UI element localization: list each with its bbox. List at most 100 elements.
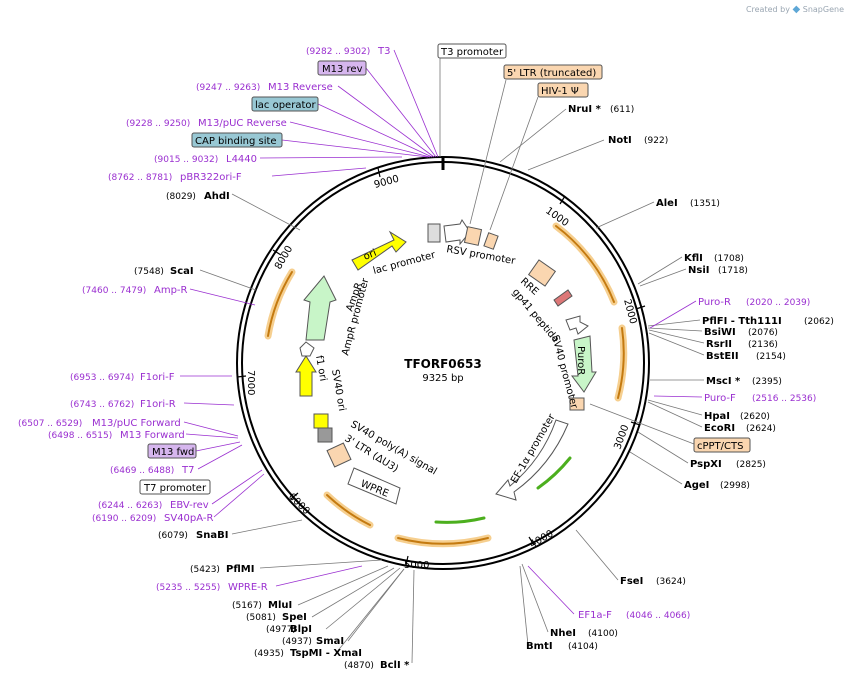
lac-operator-label: lac operator (255, 100, 316, 111)
snapgene-logo-icon: ◆ (792, 4, 801, 15)
alei-coord: (1351) (690, 199, 720, 209)
noti-coord: (922) (644, 136, 668, 146)
cppt-box (693, 437, 751, 453)
tick-6000: 6000 (286, 491, 312, 517)
puro-f-label: Puro-F (704, 393, 736, 404)
msci-label: MscI * (706, 376, 741, 387)
cap-binding-box (191, 132, 283, 148)
ticks (236, 157, 646, 566)
tick-8000: 8000 (273, 244, 295, 272)
m13puc-reverse-label: M13/pUC Reverse (198, 118, 287, 129)
rsrii-label: RsrII (706, 339, 732, 350)
tick-4000: 4000 (528, 528, 556, 550)
hiv-psi-label: HIV-1 Ψ (541, 86, 579, 97)
nsii-label: NsiI (688, 265, 709, 276)
ltr-box-1 (463, 226, 483, 246)
sv40pa-r-coord: (6190 .. 6209) (92, 514, 156, 524)
puro-r-primer-label: Puro-R (698, 297, 731, 308)
wpre-r-coord: (5235 .. 5255) (156, 583, 220, 593)
right-primer-lines (527, 300, 703, 615)
f1ori-r-coord: (6743 .. 6762) (70, 400, 134, 410)
alei-label: AleI (656, 198, 678, 209)
scai-coord: (7548) (134, 267, 164, 277)
pflmi-label: PflMI (226, 564, 254, 575)
agei-label: AgeI (684, 480, 709, 491)
tspmi-coord: (4935) (254, 649, 284, 659)
ahdi-coord: (8029) (166, 192, 196, 202)
ltr-box-3 (569, 397, 585, 411)
m13-forward-coord: (6498 .. 6515) (48, 431, 112, 441)
ecori-coord: (2624) (746, 424, 776, 434)
pflfi-label: PflFI - Tth111I (702, 316, 782, 327)
tick-9000: 9000 (373, 174, 400, 191)
puror-label: PuroR (575, 346, 586, 375)
hiv-psi-box (537, 82, 589, 98)
ampr-promoter-arrow (299, 341, 315, 357)
l4440-coord: (9015 .. 9032) (154, 155, 218, 165)
plasmid-size: 9325 bp (422, 373, 463, 384)
gp41-peptide (553, 289, 573, 307)
t7-coord: (6469 .. 6488) (110, 466, 174, 476)
ef1a-f-label: EF1a-F (578, 610, 612, 621)
m13puc-forward-coord: (6507 .. 6529) (18, 419, 82, 429)
rsv-promoter-label: RSV promoter (445, 244, 516, 267)
plasmid-name: TFORF0653 (404, 357, 481, 371)
ltr-box-4 (326, 442, 352, 468)
grey-box (317, 427, 333, 443)
bmti-coord: (4104) (568, 642, 598, 652)
f1ori-r-label: F1ori-R (140, 399, 176, 410)
bcli-label: BclI * (380, 660, 410, 671)
f1-ori-label: f1 ori (313, 355, 328, 383)
t7-promoter-label: T7 promoter (143, 483, 207, 494)
spei-coord: (5081) (246, 613, 276, 623)
ltr-box-2 (483, 232, 499, 250)
spei-label: SpeI (282, 612, 307, 623)
smai-label: SmaI (316, 636, 344, 647)
left-leader-lines (180, 49, 439, 587)
sv40-ori-box (313, 413, 329, 429)
kfli-label: KflI (684, 253, 703, 264)
left-labels: (9282 .. 9302) T3 M13 rev (9247 .. 9263)… (18, 46, 410, 671)
mlui-label: MluI (268, 600, 292, 611)
f1ori-f-coord: (6953 .. 6974) (70, 373, 134, 383)
hpai-coord: (2620) (740, 412, 770, 422)
bsteii-coord: (2154) (756, 352, 786, 362)
lac-promoter-box (427, 223, 441, 243)
ahdi-label: AhdI (204, 191, 230, 202)
fsei-coord: (3624) (656, 577, 686, 587)
sv40pa-r-label: SV40pA-R (164, 513, 213, 524)
t3-coord: (9282 .. 9302) (306, 47, 370, 57)
pflfi-coord: (2062) (804, 317, 834, 327)
l4440-label: L4440 (226, 154, 257, 165)
m13-reverse-label: M13 Reverse (268, 82, 333, 93)
rre-box (527, 259, 557, 287)
msci-coord: (2395) (752, 377, 782, 387)
pbr322-label: pBR322ori-F (180, 172, 242, 183)
nhei-label: NheI (550, 628, 576, 639)
bcli-coord: (4870) (344, 661, 374, 671)
mlui-coord: (5167) (232, 601, 262, 611)
puror-arrow (571, 335, 597, 393)
cppt-label: cPPT/CTS (697, 441, 743, 452)
right-labels: T3 promoter 5' LTR (truncated) HIV-1 Ψ N… (437, 43, 834, 652)
t3-promoter-label: T3 promoter (440, 47, 504, 58)
agei-coord: (2998) (720, 481, 750, 491)
bsiwi-label: BsiWI (704, 327, 736, 338)
wpre-r-label: WPRE-R (228, 582, 268, 593)
ampr-arrow (303, 275, 337, 341)
ampr-primer-coord: (7460 .. 7479) (82, 286, 146, 296)
tspmi-label: TspMI - XmaI (290, 648, 362, 659)
pbr322-coord: (8762 .. 8781) (108, 173, 172, 183)
snabi-coord: (6079) (158, 531, 188, 541)
snapgene-credit: Created by ◆ SnapGene (746, 4, 844, 15)
t3-promoter-box (437, 43, 507, 59)
nhei-coord: (4100) (588, 629, 618, 639)
bsteii-label: BstEII (706, 351, 739, 362)
t3-label: T3 (377, 46, 390, 57)
m13-forward-label: M13 Forward (120, 430, 185, 441)
credit-prefix: Created by (745, 5, 790, 14)
m13-reverse-coord: (9247 .. 9263) (196, 83, 260, 93)
blpi-label: BlpI (290, 624, 312, 635)
5ltr-label: 5' LTR (truncated) (507, 68, 596, 79)
puro-f-coord: (2516 .. 2536) (752, 394, 816, 404)
